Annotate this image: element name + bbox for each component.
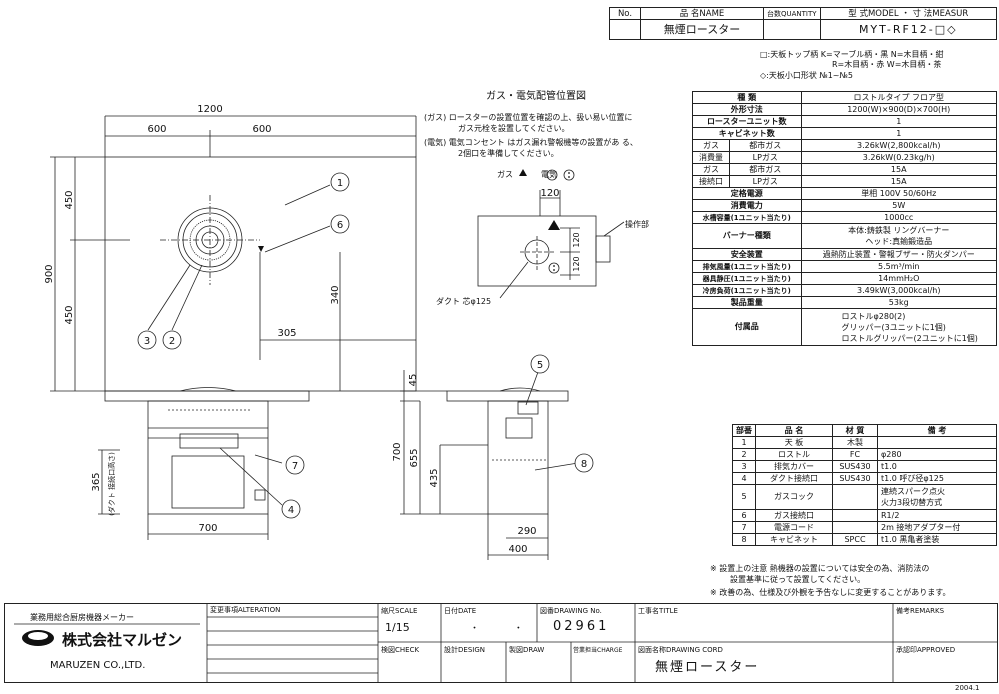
year-label: 2004.1 xyxy=(955,684,980,692)
model-value: MYT-RF12-□◇ xyxy=(819,19,998,40)
dim-700-side: 700 xyxy=(392,442,403,461)
product-name: 無煙ロースター xyxy=(640,19,764,40)
footnote-2: ※ 改善の為、仕様及び外観を予告なしに変更することがあります。 xyxy=(710,588,951,597)
drawing-no-label: 図番DRAWING No. xyxy=(540,607,602,615)
title-label: 工事名TITLE xyxy=(638,607,678,615)
dim-655: 655 xyxy=(409,448,420,467)
gas-note-2a: (電気) 電気コンセント はガス漏れ警報機等の設置があ る、 xyxy=(424,138,638,147)
outlet-icon xyxy=(548,169,575,274)
footnote-1b: 設置基準に従って設置してください。 xyxy=(730,575,866,584)
design-label: 設計DESIGN xyxy=(444,646,485,654)
front-cabinet xyxy=(147,400,269,515)
side-cabinet xyxy=(487,400,549,515)
check-label: 検図CHECK xyxy=(381,646,420,654)
approved-label: 承認印APPROVED xyxy=(896,646,956,654)
callout-6: 6 xyxy=(337,220,343,231)
dim-120-v1: 120 xyxy=(572,232,581,247)
alteration-label: 変更事項ALTERATION xyxy=(210,606,281,614)
scale-value: 1/15 xyxy=(385,621,410,634)
maker-label: 業務用総合厨房機器メーカー xyxy=(30,613,134,622)
remarks-label: 備考REMARKS xyxy=(896,607,945,615)
dim-600-right: 600 xyxy=(252,124,271,135)
note-top-3: ◇:天板小口形状 №1~№5 xyxy=(760,71,853,80)
duct-height-note: (ダクト 接続口高さ) xyxy=(107,452,116,516)
dim-435: 435 xyxy=(429,468,440,487)
dim-365: 365 xyxy=(91,472,102,491)
maruzen-logo xyxy=(22,630,54,646)
dim-900: 900 xyxy=(44,264,55,283)
scale-label: 縮尺SCALE xyxy=(381,607,418,615)
dim-120-h: 120 xyxy=(540,188,559,199)
dim-1200: 1200 xyxy=(197,104,222,115)
dim-400: 400 xyxy=(508,544,527,555)
drawing-cord-value: 無煙ロースター xyxy=(655,660,760,675)
callout-4: 4 xyxy=(288,505,294,516)
legend-gas: ガス xyxy=(497,170,513,179)
operation-label: 操作部 xyxy=(625,220,649,229)
callout-5: 5 xyxy=(537,360,543,371)
dim-120-v2: 120 xyxy=(572,256,581,271)
note-top-2: R=木目柄・赤 W=木目柄・茶 xyxy=(832,60,942,69)
callout-3: 3 xyxy=(144,336,150,347)
company-name: 株式会社マルゼン xyxy=(62,631,183,649)
drawing-no: 02961 xyxy=(553,619,610,634)
gas-note-2b: 2個口を準備してください。 xyxy=(458,149,559,158)
dim-600-left: 600 xyxy=(147,124,166,135)
callout-1: 1 xyxy=(337,178,343,189)
title-block xyxy=(4,603,998,683)
dim-45: 45 xyxy=(408,374,419,387)
callout-2: 2 xyxy=(169,336,175,347)
callout-7: 7 xyxy=(292,461,298,472)
gas-cock-note: 連続スパーク点火火力3段切替方式 xyxy=(877,484,997,510)
charge-label: 営業担当CHARGE xyxy=(573,647,623,654)
callout-8: 8 xyxy=(581,459,587,470)
draw-label: 製図DRAW xyxy=(509,646,545,654)
header-table: No. 品 名NAME 台数QUANTITY 型 式MODEL ・ 寸 法MEA… xyxy=(609,7,998,40)
date-value: ・ ・ xyxy=(470,624,539,634)
dim-450-top: 450 xyxy=(64,190,75,209)
dim-450-bottom: 450 xyxy=(64,305,75,324)
legend-elec: 電気 xyxy=(541,170,557,179)
dim-305: 305 xyxy=(277,328,296,339)
company-en: MARUZEN CO.,LTD. xyxy=(50,660,146,671)
dim-290: 290 xyxy=(517,526,536,537)
gas-note-1b: ガス元栓を設置してください。 xyxy=(458,124,570,133)
dim-340: 340 xyxy=(330,285,341,304)
duct-label: ダクト 芯φ125 xyxy=(436,297,492,306)
gas-section-title: ガス・電気配管位置図 xyxy=(486,91,586,102)
drawing-cord-label: 図面名称DRAWING CORD xyxy=(638,646,723,654)
note-top-1: □:天板トップ柄 K=マーブル柄・黒 N=木目柄・紺 xyxy=(760,50,944,59)
gas-note-1a: (ガス) ロースターの設置位置を確認の上、扱い易い位置に xyxy=(424,113,633,122)
footnote-1a: ※ 設置上の注意 熱機器の設置については安全の為、消防法の xyxy=(710,564,930,573)
date-label: 日付DATE xyxy=(444,607,477,615)
dim-700-front: 700 xyxy=(198,523,217,534)
